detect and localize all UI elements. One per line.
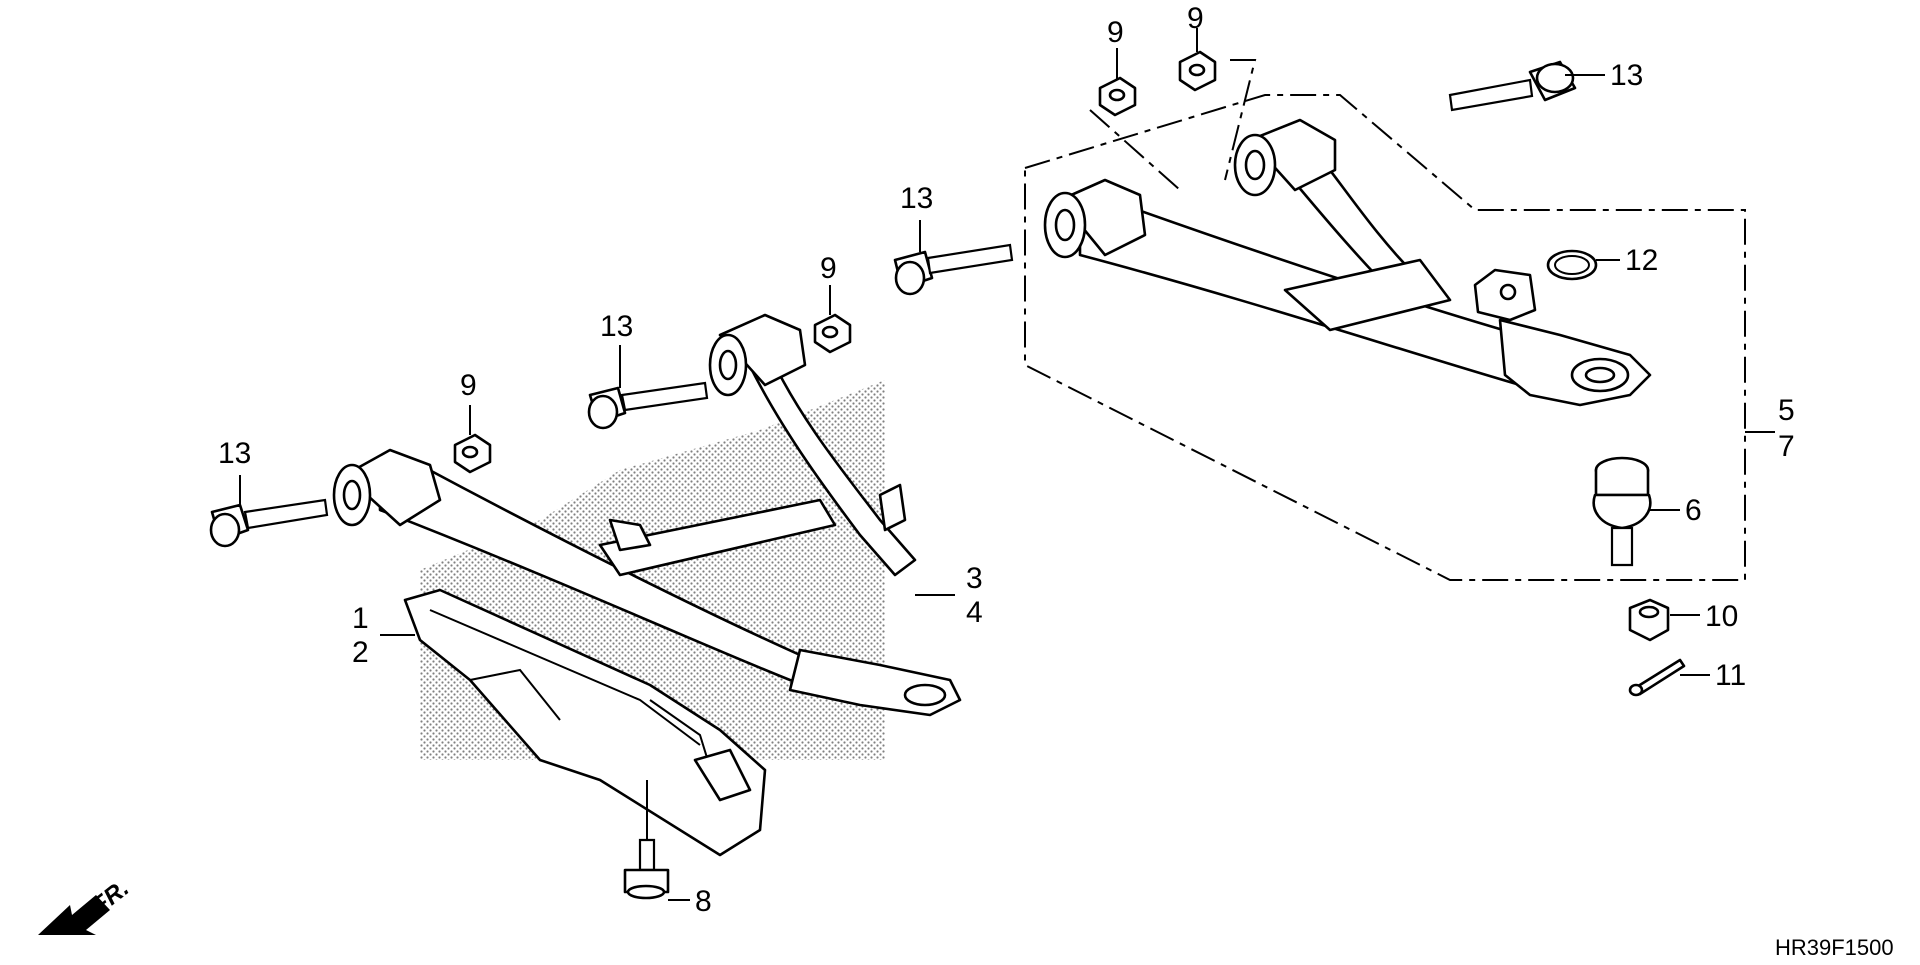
- callout-2: 2: [352, 636, 369, 669]
- nut-9-a: [453, 433, 492, 474]
- leader-lines: [239, 28, 1775, 901]
- snap-ring: [1546, 249, 1598, 281]
- ball-joint: [1592, 456, 1652, 567]
- callout-12: 12: [1625, 244, 1658, 277]
- bolt-13-lower-rear: [587, 381, 709, 430]
- nut-9-b: [813, 313, 852, 354]
- callout-3: 3: [966, 562, 983, 595]
- callout-13-a: 13: [218, 437, 251, 470]
- callout-9-c: 9: [1107, 16, 1124, 49]
- castle-nut: [1628, 598, 1670, 642]
- nut-9-d: [1178, 50, 1217, 92]
- callout-9-b: 9: [820, 252, 837, 285]
- bolt-13-upper-rear: [1448, 60, 1577, 112]
- callout-13-c: 13: [900, 182, 933, 215]
- callout-11: 11: [1715, 659, 1746, 692]
- upper-arm: [1043, 118, 1652, 407]
- callout-7: 7: [1778, 430, 1795, 463]
- callout-9-d: 9: [1187, 2, 1204, 35]
- callout-4: 4: [966, 596, 983, 629]
- skid-plate: [403, 588, 767, 857]
- bolt-13-lower-front: [209, 498, 329, 548]
- diagram-code: HR39F1500: [1775, 935, 1894, 960]
- callout-6: 6: [1685, 494, 1702, 527]
- nut-9-c: [1098, 76, 1137, 117]
- bolt-13-upper-front: [893, 243, 1014, 296]
- callout-9-a: 9: [460, 369, 477, 402]
- callout-10: 10: [1705, 600, 1738, 633]
- callout-8: 8: [695, 885, 712, 918]
- front-arrow-icon: [38, 895, 110, 935]
- front-direction-marker: FR.: [38, 875, 134, 935]
- cotter-pin: [1628, 658, 1686, 697]
- callouts: 1 2 3 4 5 6 7 8 9 9 9 9 10 11 12 13 13 1…: [218, 2, 1795, 918]
- callout-5: 5: [1778, 394, 1795, 427]
- callout-13-d: 13: [1610, 59, 1643, 92]
- callout-13-b: 13: [600, 310, 633, 343]
- lower-arm: [332, 313, 962, 717]
- assembly-outline: [1024, 59, 1746, 581]
- flange-bolt-8: [623, 838, 670, 900]
- callout-1: 1: [352, 602, 369, 635]
